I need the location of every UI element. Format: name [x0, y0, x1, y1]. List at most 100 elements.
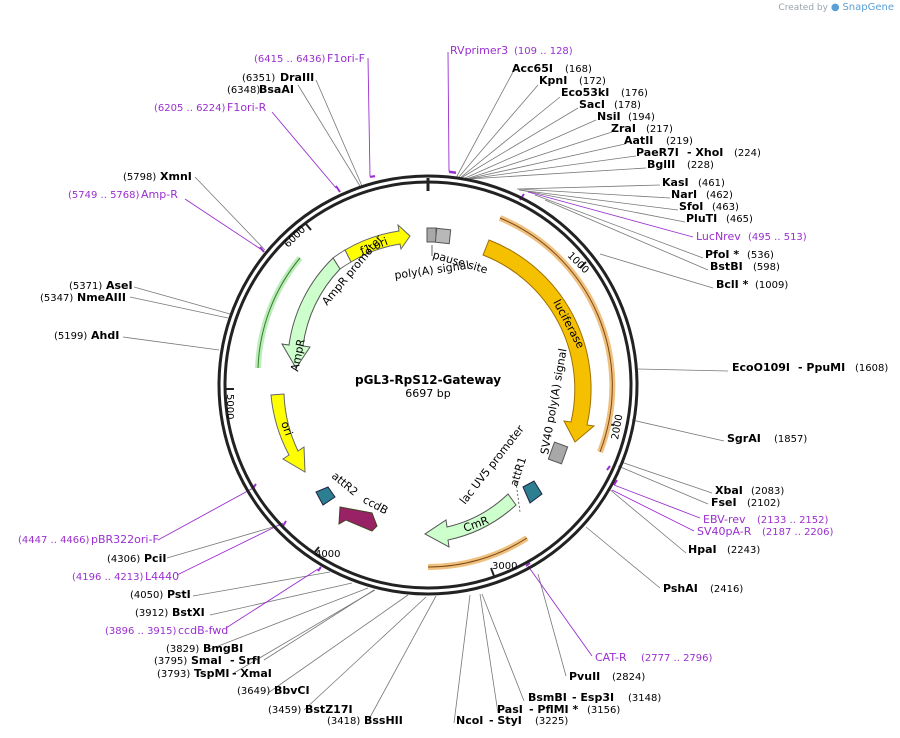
site-bbvci-name: BbvCI: [274, 684, 310, 697]
attr2-arrow: [315, 486, 336, 506]
snapgene-logo-icon: ●: [830, 2, 840, 13]
tick-2000: 2000: [610, 414, 625, 441]
primer-lucnrev-name: LucNrev: [696, 230, 741, 243]
primer-ampr-range: (5749 .. 5768): [68, 190, 140, 201]
site-pfoi-name: PfoI *: [705, 248, 739, 261]
site-xbai-pos: (2083): [751, 486, 784, 497]
site-kpni-pos: (172): [579, 76, 606, 87]
site-nari-pos: (462): [706, 190, 733, 201]
site-asei-name: AseI: [106, 279, 133, 292]
site-zrai-name: ZraI: [611, 122, 636, 135]
site-tspmi-pos: (3793): [157, 669, 190, 680]
primer-labels: RVprimer3 (109 .. 128) (6415 .. 6436) F1…: [18, 44, 834, 664]
site-xhoi-name: - XhoI: [687, 146, 723, 159]
polya-box: [426, 227, 437, 243]
site-kasi-pos: (461): [698, 178, 725, 189]
site-pflmi-name: - PflMI *: [529, 703, 578, 716]
site-fsei-name: FseI: [711, 496, 737, 509]
site-saci-name: SacI: [579, 98, 605, 111]
scale-ticks: [226, 223, 615, 577]
site-psti-name: PstI: [167, 588, 191, 601]
cmr-arrow: [424, 493, 517, 548]
site-bstz17i-pos: (3459): [268, 705, 301, 716]
tick-3000: 3000: [492, 561, 517, 572]
site-pvuii-pos: (2824): [612, 672, 645, 683]
site-sfoi-name: SfoI: [679, 200, 703, 213]
site-kpni-name: KpnI: [539, 74, 567, 87]
site-bglii-name: BglII: [647, 158, 675, 171]
site-connectors: [122, 71, 729, 724]
site-labels-left: (3793) TspMI - XmaI (3795) SmaI - SrfI (…: [40, 71, 314, 680]
site-draiii-name: DraIII: [280, 71, 314, 84]
site-esp3i-pos: (3148): [628, 693, 661, 704]
site-srfi-name: - SrfI: [230, 654, 261, 667]
primer-pbr322orif-name: pBR322ori-F: [91, 533, 159, 546]
luciferase-track: [499, 217, 613, 453]
site-bglii-pos: (228): [687, 160, 714, 171]
site-bmgbi-name: BmgBI: [203, 642, 243, 655]
site-ppumi-pos: (1608): [855, 363, 888, 374]
site-smai-pos: (3795): [154, 656, 187, 667]
primer-rvprimer3-name: RVprimer3: [450, 44, 508, 57]
site-bcli-name: BclI *: [716, 278, 749, 291]
ampr-track: [257, 257, 301, 369]
cmr-track: [427, 537, 528, 568]
pause-site-box: [434, 227, 452, 245]
snapgene-brand: Created by ● SnapGene: [778, 2, 894, 13]
site-xmni-name: XmnI: [160, 170, 192, 183]
tick-5000: 5000: [224, 394, 235, 419]
f1-ori-arrow: [344, 223, 411, 263]
site-ecoo109i-name: EcoO109I: [732, 361, 790, 374]
site-eco53ki-pos: (176): [621, 88, 648, 99]
site-sfoi-pos: (463): [712, 202, 739, 213]
primer-f1orif-name: F1ori-F: [327, 52, 365, 65]
primer-l4440-name: L4440: [145, 570, 179, 583]
polya-label: poly(A) signal: [394, 259, 470, 282]
ori-label: ori: [278, 420, 295, 438]
site-pfoi-pos: (536): [747, 250, 774, 261]
site-aatii-name: AatII: [624, 134, 653, 147]
tick-4000: 4000: [315, 549, 340, 560]
backbone-outer: [217, 174, 639, 596]
plasmid-name: pGL3-RpS12-Gateway: [355, 373, 501, 387]
ccdb-arrow: [338, 506, 378, 532]
site-paer7i-name: PaeR7I: [636, 146, 679, 159]
primer-sv40par-range: (2187 .. 2206): [762, 527, 834, 538]
site-hpai-name: HpaI: [688, 543, 717, 556]
primer-catr-range: (2777 .. 2796): [641, 653, 713, 664]
site-xmni-pos: (5798): [123, 172, 156, 183]
brand-app: SnapGene: [842, 2, 894, 13]
site-bmgbi-pos: (3829): [166, 644, 199, 655]
site-ppumi-name: - PpuMI: [798, 361, 845, 374]
site-bsaai-pos: (6348): [227, 85, 260, 96]
site-pvuii-name: PvuII: [569, 670, 600, 683]
primer-connectors: [157, 51, 701, 657]
ampr-arrow: [281, 257, 341, 369]
site-ncoi-name: NcoI: [456, 714, 483, 727]
site-ahdi-name: AhdI: [91, 329, 119, 342]
site-styi-pos: (3225): [535, 716, 568, 727]
site-bcli-pos: (1009): [755, 280, 788, 291]
luciferase-arrow: [482, 239, 596, 443]
primer-f1orir-range: (6205 .. 6224): [154, 103, 226, 114]
site-xhoi-pos: (224): [734, 148, 761, 159]
sv40-polya-box: [547, 441, 569, 465]
site-pshai-pos: (2416): [710, 584, 743, 595]
site-zrai-pos: (217): [646, 124, 673, 135]
site-hpai-pos: (2243): [727, 545, 760, 556]
site-pshai-name: PshAI: [663, 582, 698, 595]
site-bbvci-pos: (3649): [237, 686, 270, 697]
primer-l4440-range: (4196 .. 4213): [72, 572, 144, 583]
brand-created-by: Created by: [778, 3, 828, 13]
site-bsaai-name: BsaAI: [259, 83, 294, 96]
site-nsii-pos: (194): [628, 112, 655, 123]
site-kasi-name: KasI: [662, 176, 689, 189]
primer-ccdbfwd-range: (3896 .. 3915): [105, 626, 177, 637]
primer-pbr322orif-range: (4447 .. 4466): [18, 535, 90, 546]
site-styi-name: - StyI: [489, 714, 522, 727]
site-sgrai-name: SgrAI: [727, 432, 761, 445]
site-bstz17i-name: BstZ17I: [305, 703, 353, 716]
site-eco53ki-name: Eco53kI: [561, 86, 609, 99]
site-sgrai-pos: (1857): [774, 434, 807, 445]
